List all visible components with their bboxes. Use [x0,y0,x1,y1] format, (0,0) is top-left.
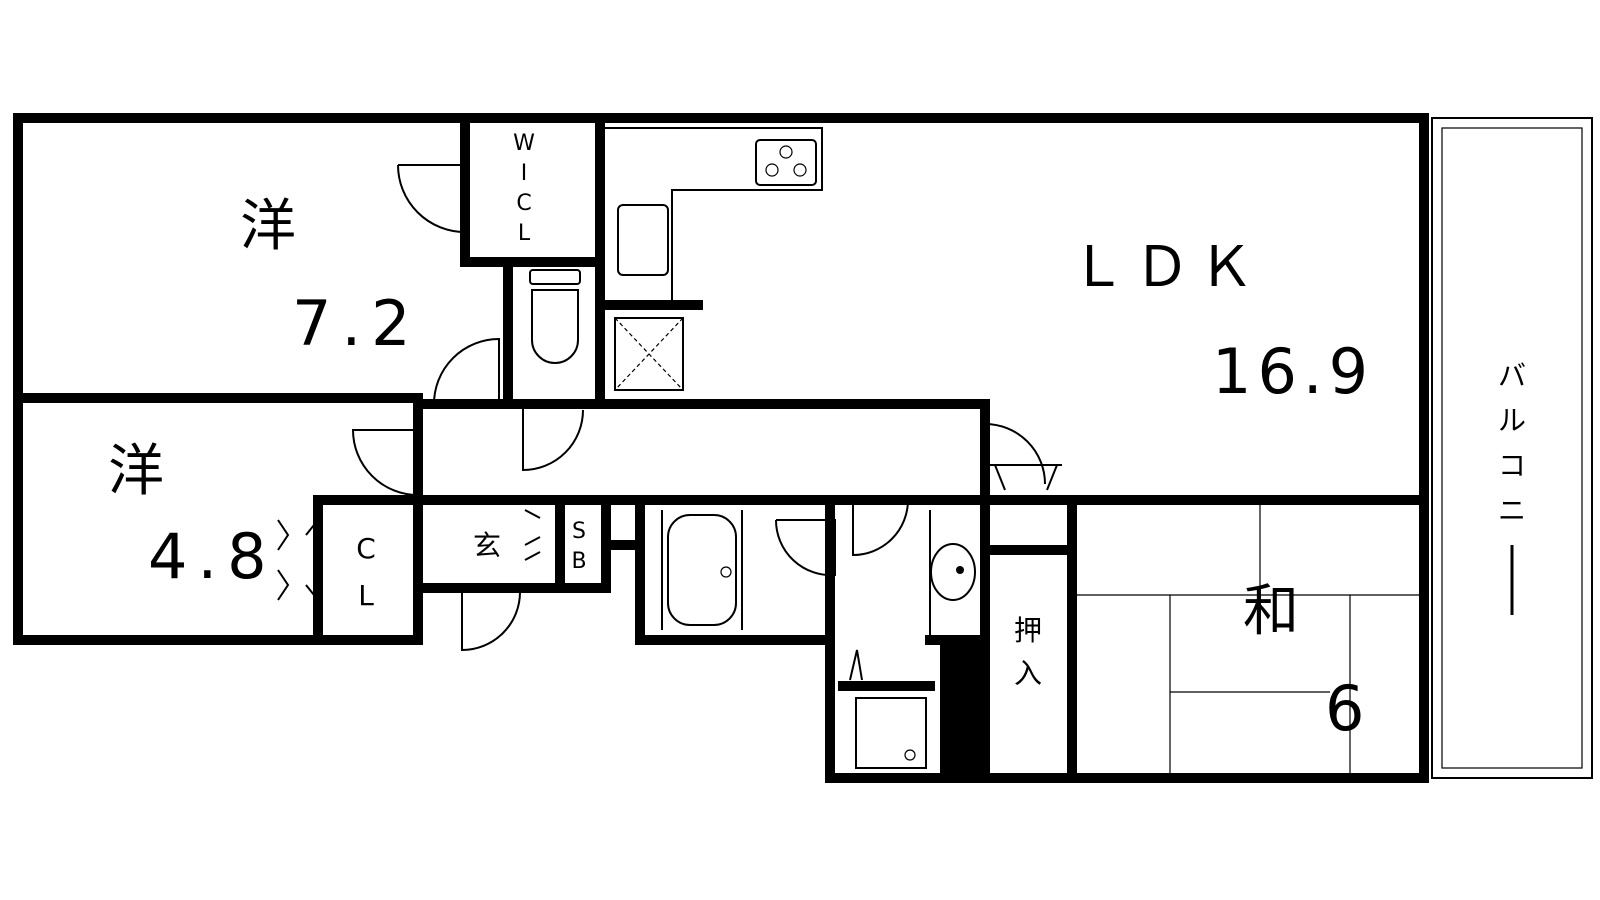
cl-letter: L [358,579,374,612]
tatami-lines [1076,504,1420,774]
wic-letter: W [513,131,535,156]
balcony-area [1431,117,1593,779]
wic-letter: I [521,161,528,186]
room-name-western-2: 洋 [108,439,164,504]
interior-walls [13,113,1429,783]
balcony-label: バ ル コ ニ [1498,359,1526,615]
oshiire-char: 押 [1014,614,1042,647]
bathtub [661,510,743,630]
room-name-western-1: 洋 [240,194,296,259]
toilet-fixture [529,269,581,364]
cl-letter: C [356,532,376,565]
washroom-fixtures [849,510,985,778]
kitchen-counter [600,127,823,391]
room-size-western-1: 7.2 [292,287,421,360]
oshiire-char: 入 [1014,657,1042,690]
room-name-ldk: ＬＤＫ [1070,235,1262,300]
room-labels: 洋 7.2 洋 4.8 ＬＤＫ 16.9 和 6 玄 [108,194,1374,745]
outer-walls [13,113,1429,783]
sb-letter: S [572,519,586,544]
entrance-label: 玄 [473,529,501,562]
room-size-ldk: 16.9 [1212,335,1374,408]
balcony-char: ル [1498,404,1526,437]
wic-letter: L [518,221,531,246]
room-name-japanese: 和 [1243,579,1299,644]
sb-letter: B [571,549,586,574]
room-size-japanese: 6 [1325,672,1364,745]
doors [277,164,1062,652]
balcony-char: バ [1498,359,1526,392]
room-size-western-2: 4.8 [148,520,277,593]
wic-letter: C [516,191,531,216]
balcony-char: ニ [1498,494,1526,527]
storage-labels: W I C L C L S B 押 入 [356,131,1042,690]
balcony-char: コ [1498,449,1526,482]
